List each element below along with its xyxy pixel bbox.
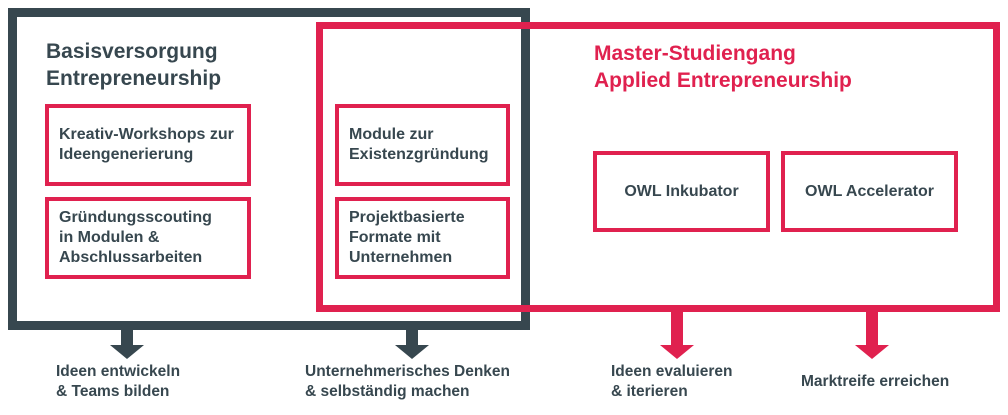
- title-line: Entrepreneurship: [46, 67, 222, 90]
- box-text: Gründungsscouting: [59, 209, 212, 226]
- title-line: Basisversorgung: [46, 40, 218, 63]
- caption-text: Ideen evaluieren: [611, 363, 733, 380]
- arrow-down-red: [855, 310, 889, 359]
- caption-text: Marktreife erreichen: [801, 373, 950, 390]
- caption-text: & iterieren: [611, 383, 688, 400]
- box-text: Existenzgründung: [349, 146, 489, 163]
- box-text: Kreativ-Workshops zur: [59, 126, 234, 143]
- box-text: OWL Accelerator: [805, 182, 934, 200]
- outcome-unternehmerisches-denken: Unternehmerisches Denken & selbständig m…: [305, 362, 510, 402]
- box-text: in Modulen &: [59, 229, 160, 246]
- box-module-existenzgruendung: Module zur Existenzgründung: [335, 104, 510, 186]
- caption-text: & Teams bilden: [56, 383, 170, 400]
- title-line: Applied Entrepreneurship: [594, 69, 852, 92]
- box-text: Module zur: [349, 126, 434, 143]
- box-projektbasierte-formate: Projektbasierte Formate mit Unternehmen: [335, 197, 510, 279]
- box-owl-inkubator: OWL Inkubator: [593, 151, 770, 232]
- basisversorgung-title: Basisversorgung Entrepreneurship: [46, 38, 221, 92]
- box-text: OWL Inkubator: [624, 182, 739, 200]
- caption-text: Ideen entwickeln: [56, 363, 181, 380]
- caption-text: Unternehmerisches Denken: [305, 363, 511, 380]
- outcome-ideen-entwickeln: Ideen entwickeln & Teams bilden: [56, 362, 180, 402]
- title-line: Master-Studiengang: [594, 42, 796, 65]
- box-gruendungsscouting: Gründungsscouting in Modulen & Abschluss…: [45, 197, 251, 279]
- arrow-down-dark: [110, 327, 144, 359]
- basisversorgung-frame: [8, 8, 530, 330]
- box-text: Abschlussarbeiten: [59, 249, 203, 266]
- arrow-down-red: [660, 310, 694, 359]
- outcome-marktreife: Marktreife erreichen: [801, 372, 949, 392]
- box-owl-accelerator: OWL Accelerator: [781, 151, 958, 232]
- box-text: Projektbasierte: [349, 209, 465, 226]
- box-text: Ideengenerierung: [59, 146, 194, 163]
- box-text: Formate mit: [349, 229, 441, 246]
- box-text: Unternehmen: [349, 249, 453, 266]
- outcome-ideen-evaluieren: Ideen evaluieren & iterieren: [611, 362, 732, 402]
- master-studiengang-frame: [316, 22, 1000, 312]
- box-kreativ-workshops: Kreativ-Workshops zur Ideengenerierung: [45, 104, 251, 186]
- caption-text: & selbständig machen: [305, 383, 470, 400]
- arrow-down-dark: [395, 327, 429, 359]
- master-studiengang-title: Master-Studiengang Applied Entrepreneurs…: [594, 40, 852, 94]
